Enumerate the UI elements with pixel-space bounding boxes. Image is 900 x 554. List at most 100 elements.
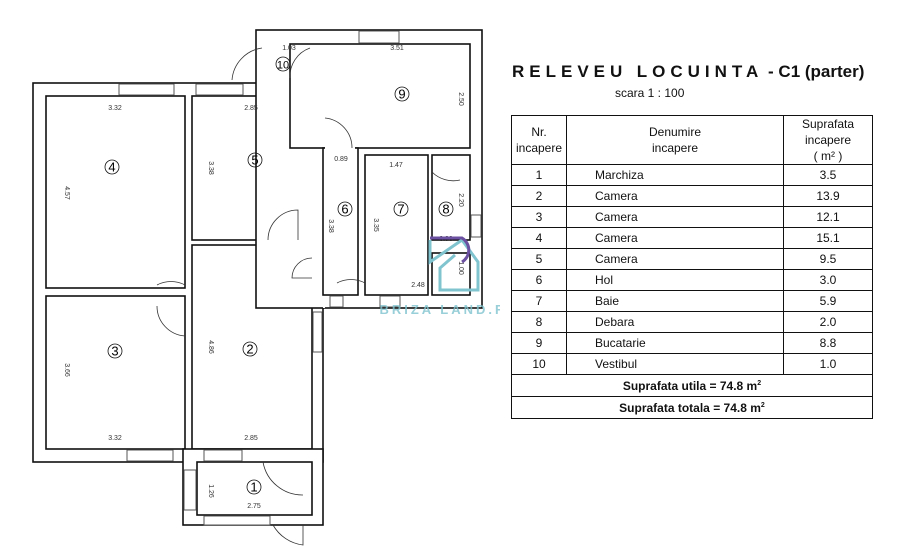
cell-name: Camera — [566, 227, 784, 249]
room-label: 10 — [275, 56, 291, 72]
doors — [156, 47, 461, 546]
dimension-label: 2.20 — [457, 193, 464, 207]
dimension-label: 1.47 — [389, 162, 403, 169]
dimension-label: 3.35 — [372, 218, 379, 232]
watermark-logo — [428, 236, 480, 292]
dimension-label: 1.03 — [282, 45, 296, 52]
cell-area: 3.0 — [783, 269, 873, 291]
cell-area: 9.5 — [783, 248, 873, 270]
dimension-label: 3.32 — [108, 435, 122, 442]
cell-name: Camera — [566, 185, 784, 207]
svg-text:5: 5 — [251, 153, 258, 168]
dimension-label: 3.51 — [390, 45, 404, 52]
room-label: 3 — [107, 344, 123, 359]
cell-name: Debara — [566, 311, 784, 333]
room-9-floor — [289, 43, 471, 149]
svg-text:4: 4 — [108, 160, 115, 175]
dimension-label: 3.66 — [63, 363, 70, 377]
room-3-floor — [45, 295, 186, 450]
dimension-label: 3.38 — [327, 219, 334, 233]
room-7-floor — [364, 154, 429, 296]
room-label: 5 — [247, 153, 263, 168]
cell-area: 13.9 — [783, 185, 873, 207]
cell-nr: 2 — [511, 185, 567, 207]
header-nr: Nr.incapere — [511, 115, 567, 165]
room-6-floor — [322, 147, 359, 296]
dimension-label: 3.38 — [207, 161, 214, 175]
room-4-floor — [45, 95, 186, 289]
room-label: 2 — [242, 342, 258, 357]
room-label: 1 — [246, 480, 262, 495]
room-label: 9 — [394, 87, 410, 102]
dimension-label: 2.85 — [244, 435, 258, 442]
cell-name: Baie — [566, 290, 784, 312]
dimension-label: 3.32 — [108, 105, 122, 112]
header-area: Suprafata incapere( m² ) — [783, 115, 873, 165]
total-area: Suprafata totala = 74.8 m2 — [511, 396, 873, 419]
cell-name: Hol — [566, 269, 784, 291]
cell-area: 15.1 — [783, 227, 873, 249]
scale-label: scara 1 : 100 — [615, 86, 685, 100]
dimension-label: 4.86 — [207, 340, 214, 354]
cell-nr: 3 — [511, 206, 567, 228]
floor-plan: 1 2 3 4 5 6 7 8 9 10 3.32 2.85 4.57 3.38 3.32 2.85 3.66… — [32, 29, 500, 546]
cell-nr: 5 — [511, 248, 567, 270]
room-1-floor — [196, 461, 313, 516]
document-title: RELEVEU LOCUINTA - C1 (parter) — [512, 62, 865, 81]
cell-area: 1.0 — [783, 353, 873, 375]
dimension-label: 0.89 — [334, 156, 348, 163]
cell-nr: 7 — [511, 290, 567, 312]
cell-nr: 1 — [511, 164, 567, 186]
svg-text:7: 7 — [397, 202, 404, 217]
walls — [32, 29, 483, 526]
cell-name: Camera — [566, 248, 784, 270]
cell-area: 5.9 — [783, 290, 873, 312]
svg-text:8: 8 — [442, 202, 449, 217]
cell-name: Vestibul — [566, 353, 784, 375]
dimension-label: 1.00 — [457, 261, 464, 275]
cell-area: 12.1 — [783, 206, 873, 228]
room-label: 6 — [337, 202, 353, 217]
cell-nr: 9 — [511, 332, 567, 354]
dimension-label: 2.48 — [411, 282, 425, 289]
cell-name: Camera — [566, 206, 784, 228]
room-label: 4 — [104, 160, 120, 175]
svg-text:10: 10 — [277, 60, 289, 72]
dimension-label: 2.75 — [247, 503, 261, 510]
room-label: 7 — [393, 202, 409, 217]
cell-nr: 6 — [511, 269, 567, 291]
cell-nr: 8 — [511, 311, 567, 333]
cell-nr: 4 — [511, 227, 567, 249]
svg-text:1: 1 — [250, 480, 257, 495]
cell-area: 3.5 — [783, 164, 873, 186]
windows — [118, 30, 482, 526]
room-label: 8 — [438, 202, 454, 217]
svg-text:3: 3 — [111, 344, 118, 359]
cell-area: 2.0 — [783, 311, 873, 333]
dimension-label: 2.50 — [457, 92, 464, 106]
dimension-label: 2.85 — [244, 105, 258, 112]
room-8-floor — [431, 154, 471, 241]
svg-text:9: 9 — [398, 87, 405, 102]
cell-name: Marchiza — [566, 164, 784, 186]
dimension-label: 4.57 — [63, 186, 70, 200]
cell-name: Bucatarie — [566, 332, 784, 354]
dimension-label: 1.26 — [207, 484, 214, 498]
cell-area: 8.8 — [783, 332, 873, 354]
useful-area: Suprafata utila = 74.8 m2 — [511, 374, 873, 397]
svg-text:6: 6 — [341, 202, 348, 217]
watermark-text: BRIZA LAND.RO — [379, 302, 500, 317]
svg-text:2: 2 — [246, 342, 253, 357]
